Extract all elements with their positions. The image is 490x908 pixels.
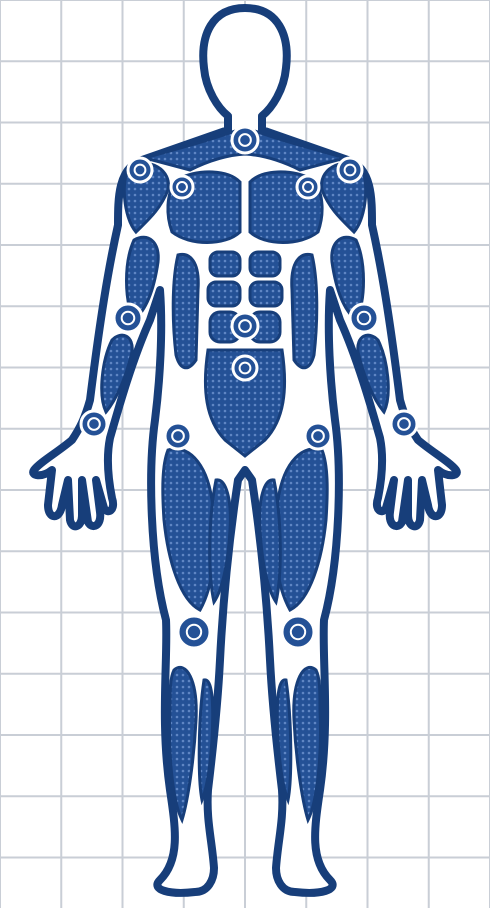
joint-marker-chest-left [171, 176, 193, 198]
abs-2-left [208, 282, 240, 306]
joint-marker-chest-right [297, 176, 319, 198]
joint-marker-hip-right [305, 423, 331, 449]
joint-marker-navel [232, 313, 258, 339]
joint-marker-knee-right [282, 616, 314, 648]
joint-marker-neck [232, 127, 258, 153]
joint-marker-hip-left [165, 423, 191, 449]
joint-marker-wrist-left [81, 411, 107, 437]
joint-marker-knee-left [178, 616, 210, 648]
abs-1-right [250, 252, 280, 276]
joint-marker-wrist-right [391, 411, 417, 437]
abs-1-left [210, 252, 240, 276]
joint-marker-shoulder-left [128, 158, 152, 182]
abs-2-right [250, 282, 282, 306]
oblique-right-muscle [292, 254, 317, 367]
joint-marker-lower-abdomen [233, 356, 257, 380]
joint-marker-elbow-left [114, 304, 142, 332]
joint-marker-shoulder-right [338, 158, 362, 182]
oblique-left-muscle [173, 254, 198, 367]
joint-marker-elbow-right [350, 304, 378, 332]
